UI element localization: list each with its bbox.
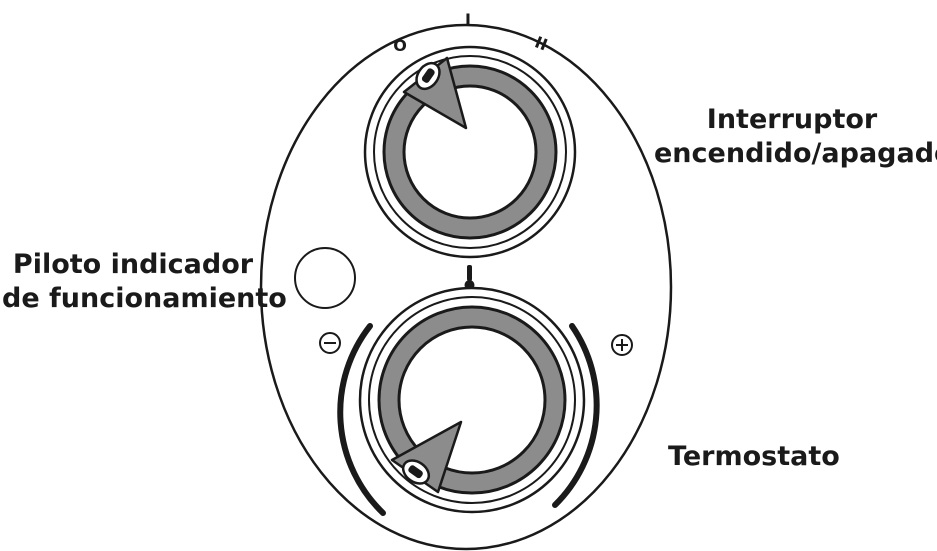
pilot-label: Piloto indicador de funcionamiento [2, 248, 287, 316]
minus-circle-icon [319, 332, 341, 354]
switch-label: Interruptor encendido/apagado [654, 103, 937, 171]
thermostat-knob[interactable] [358, 286, 586, 514]
switch-position-off: O [393, 36, 407, 55]
thermostat-label: Termostato [668, 441, 840, 472]
pilot-label-line1: Piloto indicador [12, 249, 254, 280]
switch-label-line1: Interruptor [706, 104, 878, 135]
pilot-label-line2: de funcionamiento [2, 283, 287, 314]
switch-label-line2: encendido/apagado [654, 138, 937, 169]
pilot-light [294, 247, 356, 309]
thermostat-arc-right [552, 323, 600, 508]
thermostat-arc-left [337, 323, 386, 516]
plus-circle-icon [611, 334, 633, 356]
switch-position-1: I [465, 10, 471, 29]
power-switch-knob[interactable] [363, 45, 577, 259]
